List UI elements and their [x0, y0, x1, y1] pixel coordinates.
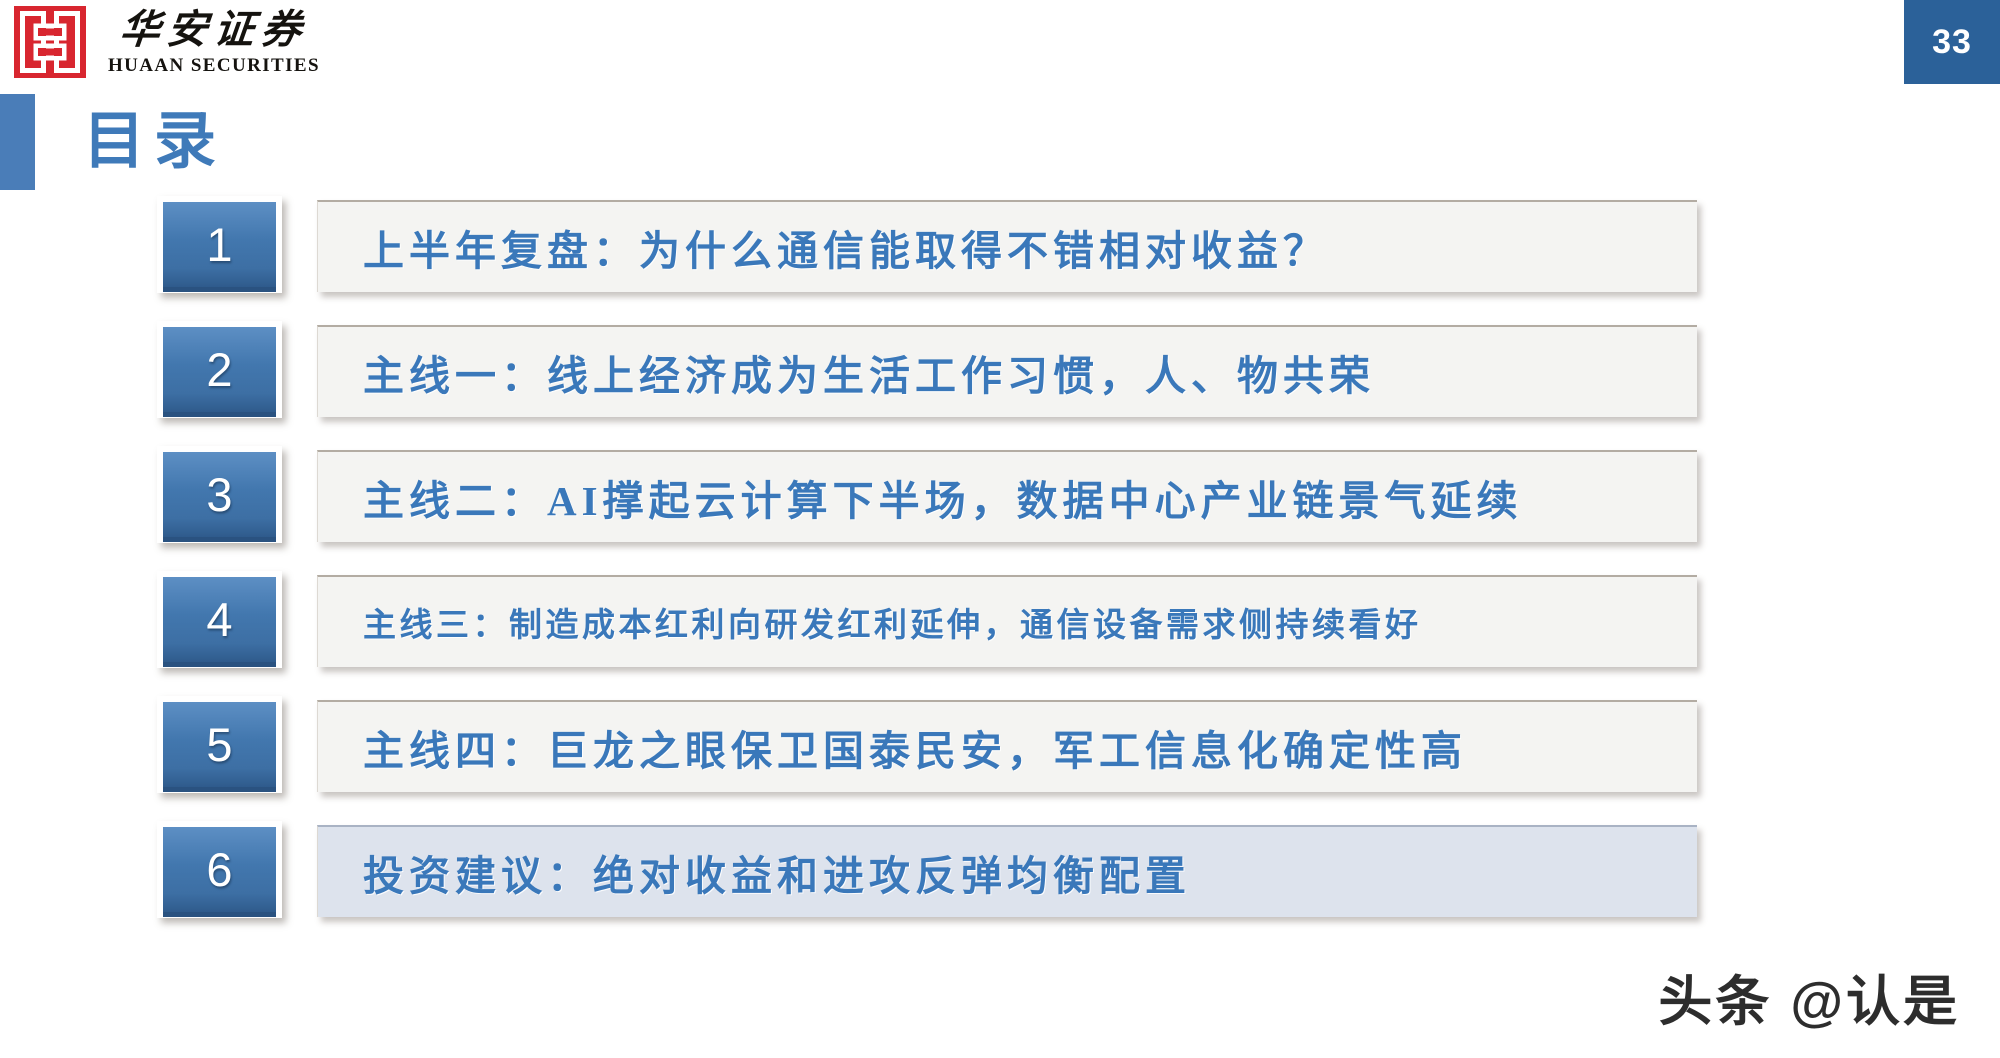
title-accent-bar [0, 94, 35, 190]
toc-item-number-box: 1 [157, 196, 282, 293]
toc-item-label: 投资建议：绝对收益和进攻反弹均衡配置 [363, 853, 1191, 899]
toc-item-number: 5 [163, 702, 276, 792]
toc-item-bar[interactable]: 投资建议：绝对收益和进攻反弹均衡配置 [317, 825, 1697, 917]
toc-item-number: 2 [163, 327, 276, 417]
toc-item-number-box: 6 [157, 821, 282, 918]
brand-wordmark: 华安证券 HUAAN SECURITIES [108, 6, 320, 76]
toc-item-number: 4 [163, 577, 276, 667]
brand-name-en: HUAAN SECURITIES [108, 54, 320, 76]
toc-item-label: 主线二：AI撑起云计算下半场，数据中心产业链景气延续 [363, 478, 1523, 524]
page-title-text: 目录 [83, 108, 226, 176]
toc-item-bar[interactable]: 主线一：线上经济成为生活工作习惯，人、物共荣 [317, 325, 1697, 417]
toc-item-bar[interactable]: 主线二：AI撑起云计算下半场，数据中心产业链景气延续 [317, 450, 1697, 542]
toc-item-number-box: 4 [157, 571, 282, 668]
toc-item-number: 6 [163, 827, 276, 917]
toc-item-label: 主线四：巨龙之眼保卫国泰民安，军工信息化确定性高 [363, 728, 1467, 774]
brand-name-cn: 华安证券 [117, 6, 311, 52]
toc-item[interactable]: 上半年复盘：为什么通信能取得不错相对收益？ 1 [157, 196, 1697, 293]
brand-logo: 华安证券 HUAAN SECURITIES [14, 6, 320, 78]
toc-item[interactable]: 投资建议：绝对收益和进攻反弹均衡配置 6 [157, 821, 1697, 918]
toc-item-number: 1 [163, 202, 276, 292]
toc-item-label: 主线一：线上经济成为生活工作习惯，人、物共荣 [363, 353, 1375, 399]
page-number-badge: 33 [1904, 0, 2000, 84]
toc-item-bar[interactable]: 主线三：制造成本红利向研发红利延伸，通信设备需求侧持续看好 [317, 575, 1697, 667]
page-title: 目录 [0, 94, 225, 190]
toc-item-label: 上半年复盘：为什么通信能取得不错相对收益？ [363, 228, 1329, 274]
toc-item-number: 3 [163, 452, 276, 542]
toc-item-number-box: 5 [157, 696, 282, 793]
toc-item[interactable]: 主线一：线上经济成为生活工作习惯，人、物共荣 2 [157, 321, 1697, 418]
toc-item[interactable]: 主线三：制造成本红利向研发红利延伸，通信设备需求侧持续看好 4 [157, 571, 1697, 668]
toc-item[interactable]: 主线二：AI撑起云计算下半场，数据中心产业链景气延续 3 [157, 446, 1697, 543]
toc-list: 上半年复盘：为什么通信能取得不错相对收益？ 1 主线一：线上经济成为生活工作习惯… [157, 196, 1697, 946]
toc-item-number-box: 2 [157, 321, 282, 418]
huaan-seal-logo-icon [14, 6, 86, 78]
toc-item[interactable]: 主线四：巨龙之眼保卫国泰民安，军工信息化确定性高 5 [157, 696, 1697, 793]
toc-item-label: 主线三：制造成本红利向研发红利延伸，通信设备需求侧持续看好 [363, 608, 1422, 644]
toc-item-bar[interactable]: 主线四：巨龙之眼保卫国泰民安，军工信息化确定性高 [317, 700, 1697, 792]
watermark: 头条 @认是 [1658, 972, 1960, 1032]
toc-item-bar[interactable]: 上半年复盘：为什么通信能取得不错相对收益？ [317, 200, 1697, 292]
toc-item-number-box: 3 [157, 446, 282, 543]
